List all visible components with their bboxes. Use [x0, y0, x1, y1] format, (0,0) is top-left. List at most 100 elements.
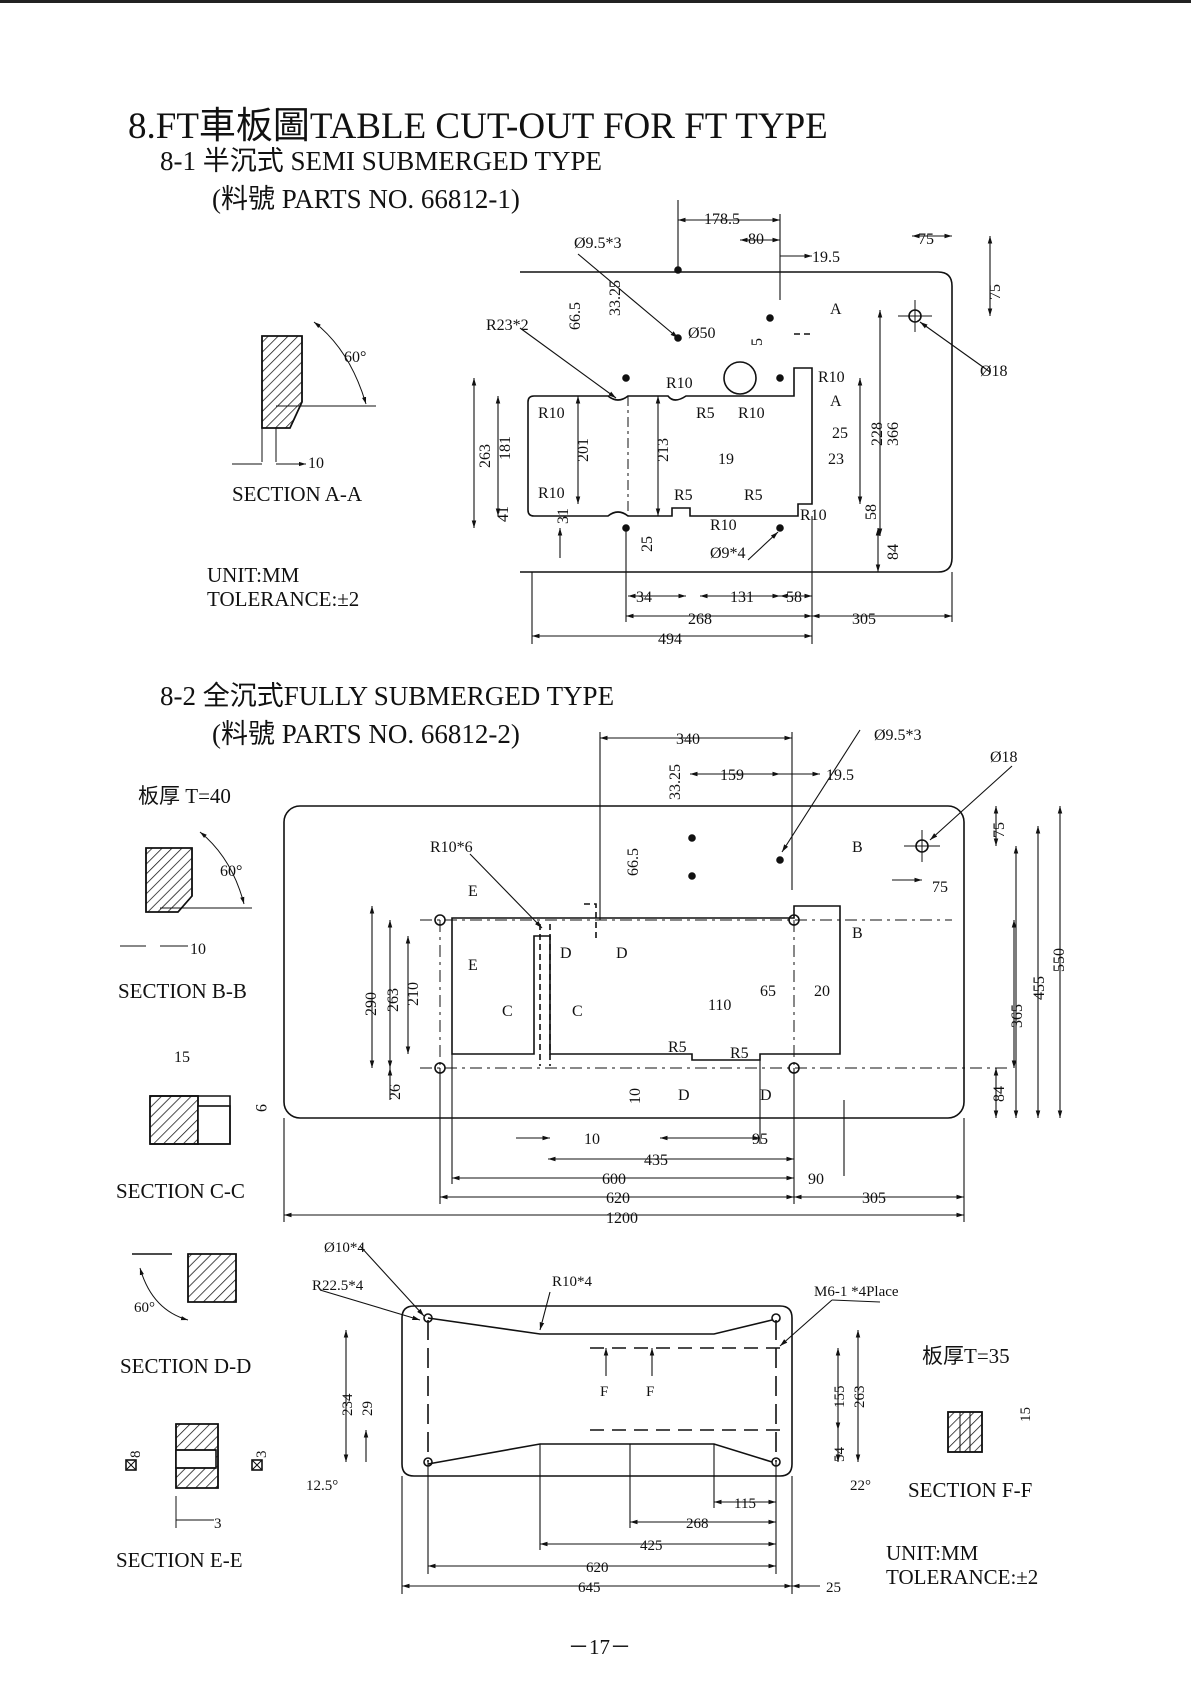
section-a-a-label: SECTION A-A — [232, 482, 363, 506]
dim-19-5-b: 19.5 — [826, 767, 854, 784]
dim-r10-e: R10 — [538, 485, 565, 502]
dim-600: 600 — [602, 1171, 626, 1188]
page-title: 8.FT車板圖TABLE CUT-OUT FOR FT TYPE — [128, 106, 828, 147]
dim-366: 366 — [885, 422, 902, 446]
dim-phi-9: Ø9*4 — [710, 545, 746, 562]
label-d-4: D — [760, 1087, 772, 1104]
hole-50 — [723, 361, 757, 395]
dim-phi-10: Ø10*4 — [324, 1240, 365, 1256]
dim-550: 550 — [1051, 948, 1068, 972]
top-rule — [0, 0, 1191, 3]
dim-r5-a: R5 — [696, 405, 715, 422]
dim-84-b: 84 — [991, 1086, 1008, 1102]
dim-455: 455 — [1031, 976, 1048, 1000]
dim-31: 31 — [555, 508, 572, 524]
dim-angle-22: 22° — [850, 1478, 871, 1494]
dim-r10-g: R10 — [710, 517, 737, 534]
section-d-d-label: SECTION D-D — [120, 1354, 252, 1378]
dim-phi-50: Ø50 — [688, 325, 716, 342]
dim-66-5: 66.5 — [567, 302, 584, 330]
section-f-f-label: SECTION F-F — [908, 1478, 1033, 1502]
dim-365: 365 — [1009, 1004, 1026, 1028]
dim-r5-c: R5 — [744, 487, 763, 504]
dim-10-d: 10 — [190, 941, 206, 958]
dim-angle-60-c: 60° — [134, 1300, 155, 1316]
dim-3-a: 3 — [254, 1451, 270, 1459]
dim-9: 9 — [252, 1104, 269, 1112]
dim-54: 54 — [832, 1447, 848, 1463]
label-e-top: E — [468, 883, 478, 900]
dim-8: 8 — [128, 1451, 144, 1459]
dim-263-b: 263 — [385, 988, 402, 1012]
dim-25-a: 25 — [832, 425, 848, 442]
dim-phi-9-5: Ø9.5*3 — [574, 235, 622, 252]
label-e-bottom: E — [468, 957, 478, 974]
dim-75-a: 75 — [918, 231, 934, 248]
dim-131: 131 — [730, 589, 754, 606]
dim-r5-b: R5 — [674, 487, 693, 504]
label-d-2: D — [616, 945, 628, 962]
dim-201: 201 — [575, 438, 592, 462]
dim-210: 210 — [405, 982, 422, 1006]
dim-645: 645 — [578, 1580, 601, 1596]
dim-phi-18: Ø18 — [980, 363, 1008, 380]
section-e-e-label: SECTION E-E — [116, 1548, 243, 1572]
dim-58-b: 58 — [786, 589, 802, 606]
label-f-1: F — [600, 1384, 608, 1400]
dim-213: 213 — [655, 438, 672, 462]
dim-angle-60: 60° — [344, 349, 366, 366]
dim-1200: 1200 — [606, 1210, 638, 1227]
section-8-1-heading: 8-1 半沉式 SEMI SUBMERGED TYPE — [160, 146, 603, 176]
label-f-2: F — [646, 1384, 654, 1400]
dim-phi-18-b: Ø18 — [990, 749, 1018, 766]
dim-181: 181 — [497, 436, 514, 460]
dim-263-a: 263 — [477, 444, 494, 468]
dim-r22-5: R22.5*4 — [312, 1278, 364, 1294]
dim-19: 19 — [718, 451, 734, 468]
dim-19-5: 19.5 — [812, 249, 840, 266]
thickness-label-35: 板厚T=35 — [922, 1344, 1010, 1368]
dim-10-c: 10 — [584, 1131, 600, 1148]
dim-r10-d: R10 — [738, 405, 765, 422]
dim-r10x4: R10*4 — [552, 1274, 593, 1290]
dim-25-c: 25 — [826, 1580, 841, 1596]
dim-23: 23 — [828, 451, 844, 468]
dim-340: 340 — [676, 731, 700, 748]
plate-outline-3 — [401, 1305, 793, 1477]
dim-620-a: 620 — [606, 1190, 630, 1207]
dim-425: 425 — [640, 1538, 663, 1554]
section-8-2-parts: (料號 PARTS NO. 66812-2) — [212, 719, 520, 749]
dim-phi-9-5-b: Ø9.5*3 — [874, 727, 922, 744]
dim-234: 234 — [340, 1393, 356, 1416]
dim-r5-e: R5 — [730, 1045, 749, 1062]
dim-29: 29 — [360, 1401, 376, 1416]
dim-110: 110 — [708, 997, 731, 1014]
label-c-2: C — [572, 1003, 583, 1020]
table-outline-2 — [283, 805, 965, 1119]
dim-305-b: 305 — [862, 1190, 886, 1207]
dim-26: 26 — [387, 1084, 404, 1100]
dim-66-5-b: 66.5 — [625, 848, 642, 876]
dim-33-25: 33.25 — [607, 280, 624, 316]
dim-3-b: 3 — [214, 1516, 222, 1532]
dim-r10x6: R10*6 — [430, 839, 473, 856]
dim-58-a: 58 — [863, 504, 880, 520]
dim-r23: R23*2 — [486, 317, 529, 334]
label-c-1: C — [502, 1003, 513, 1020]
dim-10-b: 10 — [627, 1088, 644, 1104]
unit-label-2: UNIT:MM — [886, 1541, 979, 1565]
dim-10: 10 — [308, 455, 324, 472]
cutout-outline-2 — [451, 905, 841, 1061]
label-d-1: D — [560, 945, 572, 962]
label-b-top: B — [852, 839, 863, 856]
dim-r10-c: R10 — [538, 405, 565, 422]
label-a-bottom: A — [830, 393, 842, 410]
dim-494: 494 — [658, 631, 682, 648]
section-8-2-heading: 8-2 全沉式FULLY SUBMERGED TYPE — [160, 681, 615, 711]
dim-95: 95 — [752, 1131, 768, 1148]
dim-90: 90 — [808, 1171, 824, 1188]
dim-33-25-b: 33.25 — [667, 764, 684, 800]
dim-r10-a: R10 — [666, 375, 693, 392]
dim-25-b: 25 — [639, 536, 656, 552]
